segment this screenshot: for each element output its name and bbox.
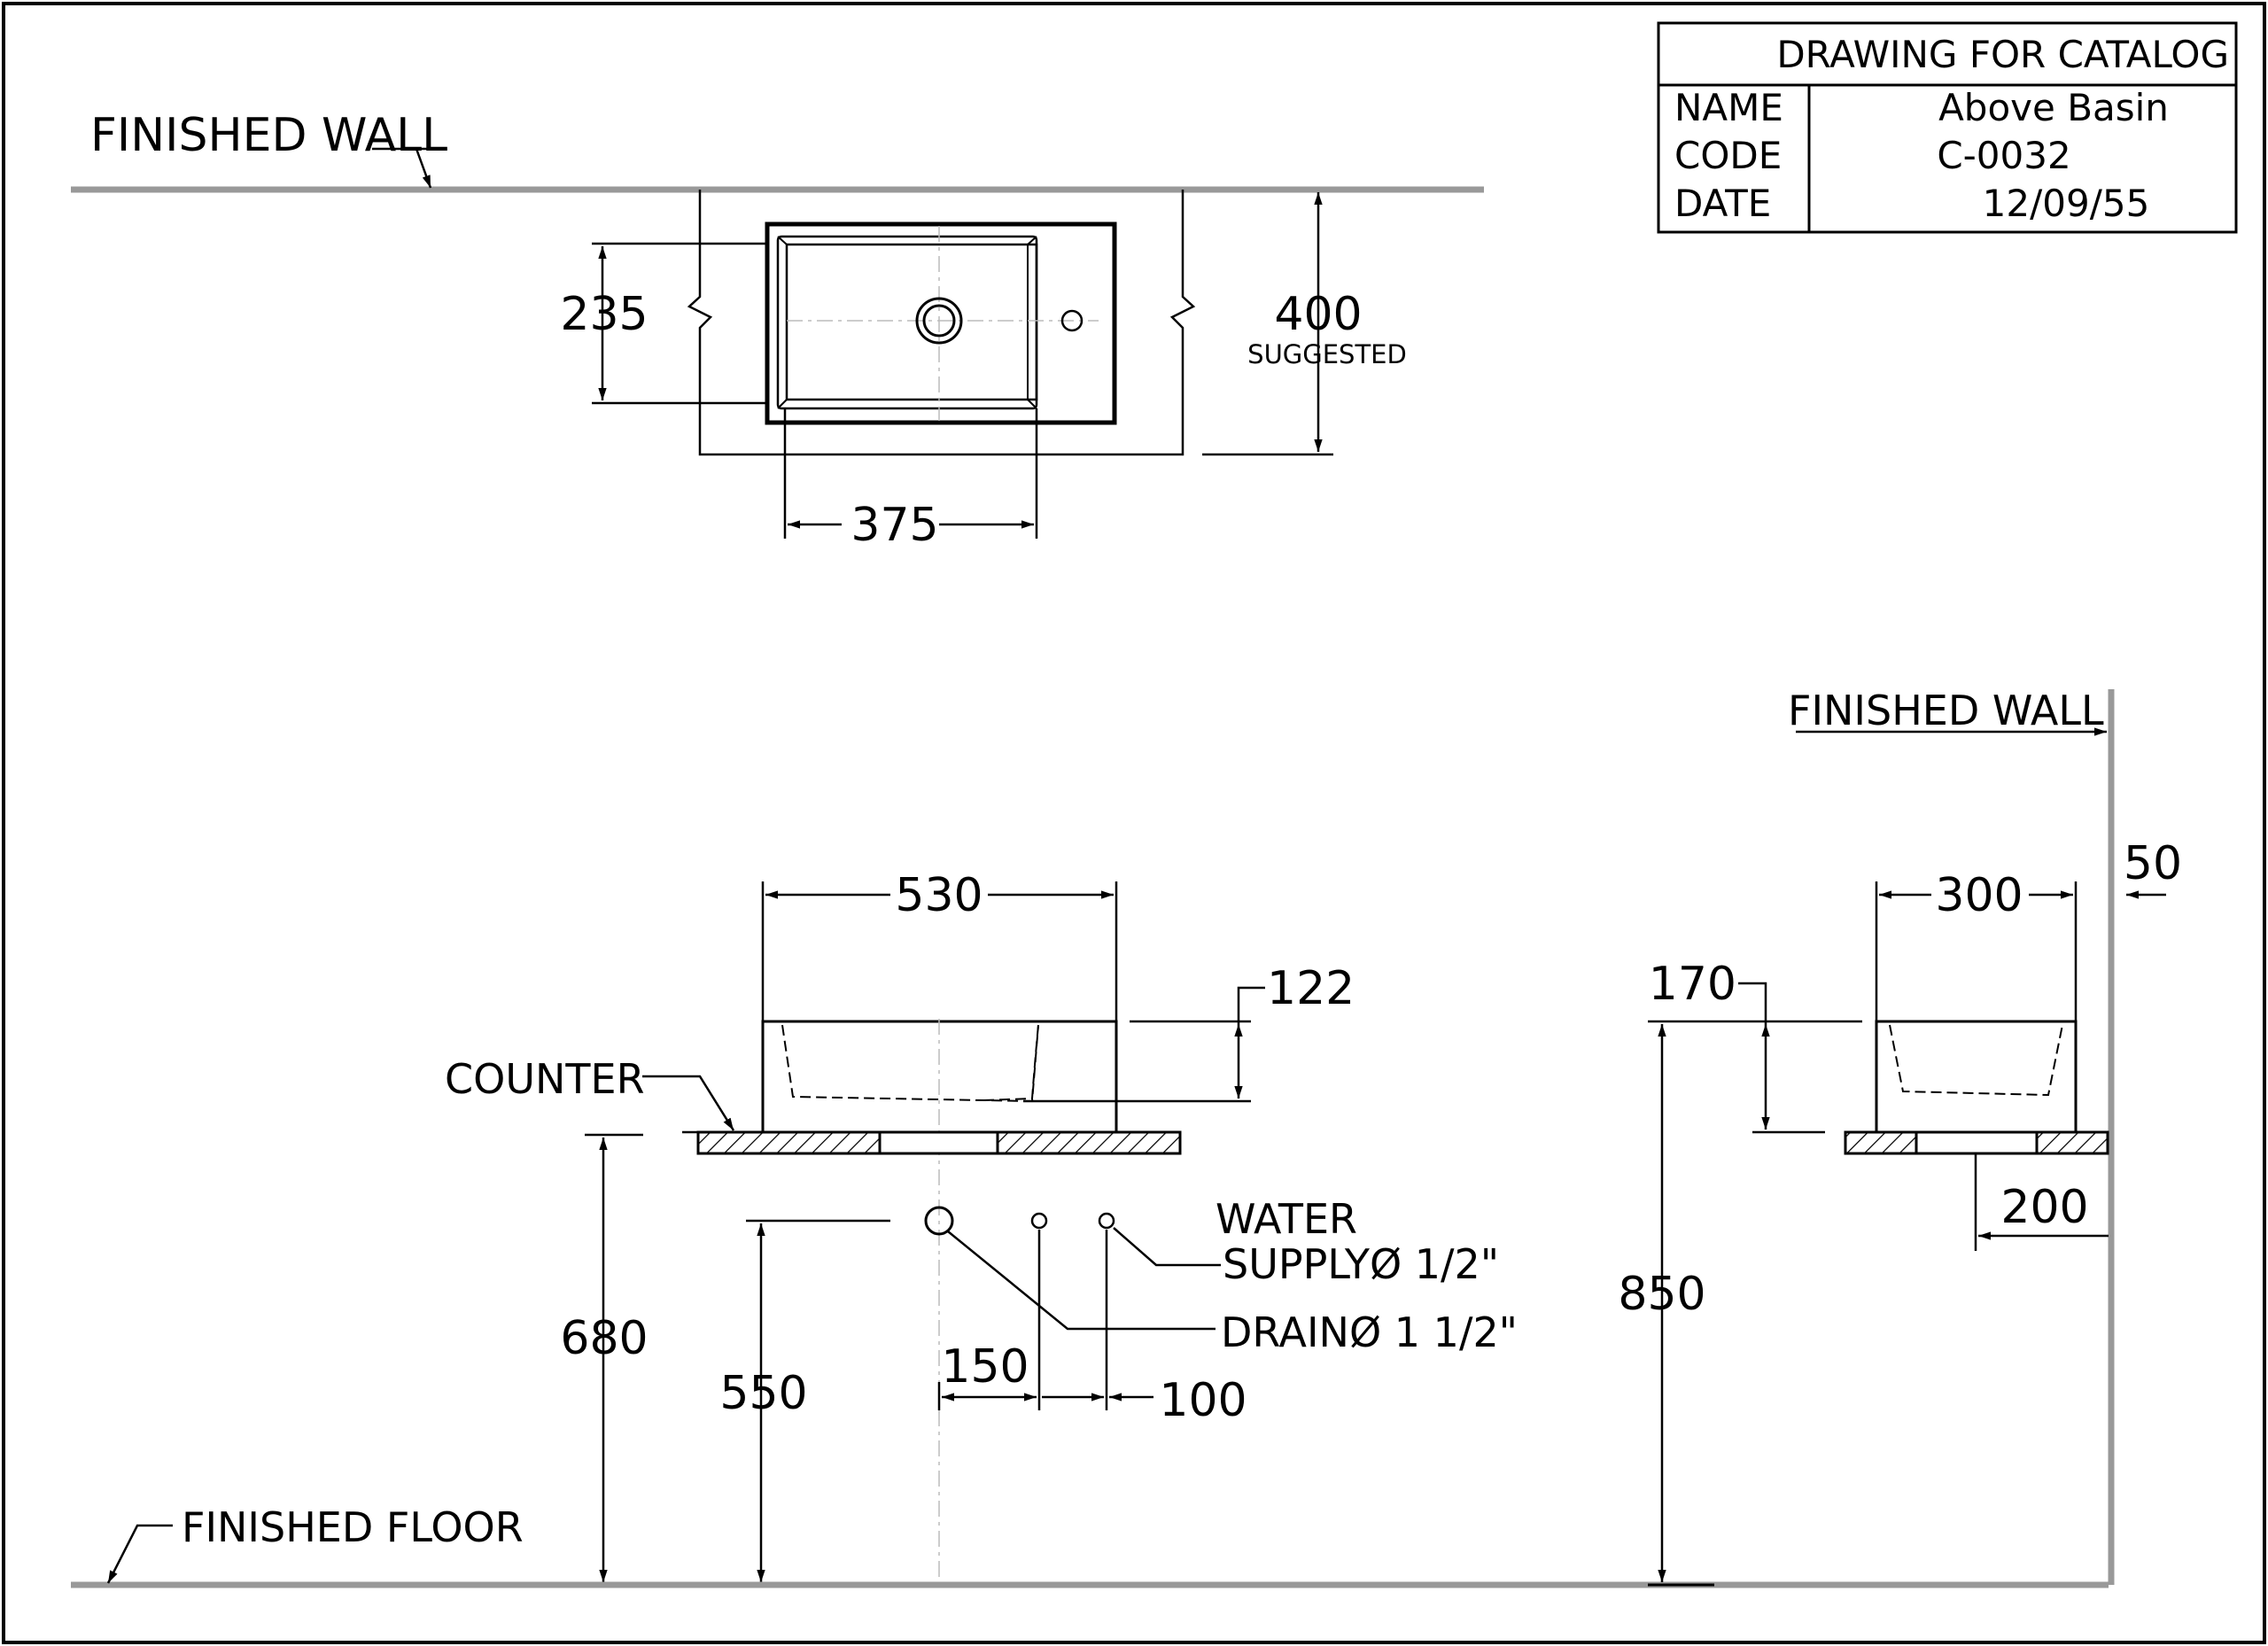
side-basin-bowl-hidden	[1889, 1024, 2063, 1097]
title-block-header: DRAWING FOR CATALOG	[1776, 33, 2229, 76]
front-floor-label: FINISHED FLOOR	[182, 1503, 524, 1551]
plan-basin-outer	[765, 221, 1117, 425]
plan-wall-label: FINISHED WALL	[90, 109, 447, 162]
front-view: 530 122 COUNTER 680 550	[71, 869, 2109, 1588]
side-counter-right	[2035, 1130, 2109, 1155]
plan-tap-hole	[1060, 309, 1084, 332]
front-supply-symbol-2	[1098, 1212, 1115, 1230]
side-wall-label: FINISHED WALL	[1788, 687, 2104, 734]
front-basin-bowl-hidden	[781, 1024, 1039, 1103]
side-basin-body	[1875, 1020, 2078, 1134]
plan-counter-outline	[687, 190, 1196, 456]
title-block-code-label: CODE	[1674, 134, 1782, 177]
front-counter-left	[696, 1130, 882, 1155]
front-counter-right	[996, 1130, 1182, 1155]
front-supply-symbol-1	[1030, 1212, 1048, 1230]
side-dim-height: 170	[1649, 958, 1736, 1011]
front-dim-drain-height: 550	[719, 1367, 807, 1420]
plan-basin-bowl	[785, 243, 1038, 401]
side-counter-cutout	[1915, 1130, 2039, 1155]
plan-suggested-note: SUGGESTED	[1247, 339, 1407, 369]
plan-dim-depth: 235	[560, 288, 648, 341]
plan-drain-hole	[915, 297, 963, 345]
front-water-label: WATER	[1216, 1195, 1357, 1243]
side-counter-left	[1844, 1130, 1918, 1155]
front-dim-width: 530	[895, 869, 983, 922]
front-dim-height: 122	[1267, 962, 1355, 1015]
plan-dim-suggested: 400	[1274, 288, 1362, 341]
front-drain-symbol	[924, 1206, 954, 1236]
title-block-code-value: C-0032	[1937, 134, 2070, 177]
title-block	[1657, 21, 2238, 234]
side-dim-width: 300	[1935, 869, 2023, 922]
front-dim-offset-150: 150	[941, 1340, 1029, 1394]
title-block-name-label: NAME	[1674, 86, 1783, 129]
side-dim-wall-gap: 50	[2124, 837, 2182, 890]
front-dim-offset-100: 100	[1159, 1374, 1247, 1427]
front-supply-label: SUPPLYØ 1/2"	[1223, 1240, 1499, 1288]
side-view: FINISHED WALL 300 50 170 850 200	[1618, 687, 2182, 1587]
front-drain-label: DRAINØ 1 1/2"	[1221, 1308, 1518, 1356]
front-counter-label: COUNTER	[445, 1055, 645, 1103]
front-dim-counter-height: 680	[560, 1312, 648, 1365]
side-dim-drain-from-wall: 200	[2000, 1181, 2088, 1234]
plan-view: FINISHED WALL 235 375 400 SUGG	[71, 109, 1484, 552]
side-dim-top-height: 850	[1618, 1268, 1705, 1321]
title-block-date-value: 12/09/55	[1983, 182, 2150, 225]
title-block-date-label: DATE	[1674, 182, 1771, 225]
plan-dim-width: 375	[850, 499, 938, 552]
title-block-name-value: Above Basin	[1938, 86, 2169, 129]
front-counter-cutout	[878, 1130, 999, 1155]
